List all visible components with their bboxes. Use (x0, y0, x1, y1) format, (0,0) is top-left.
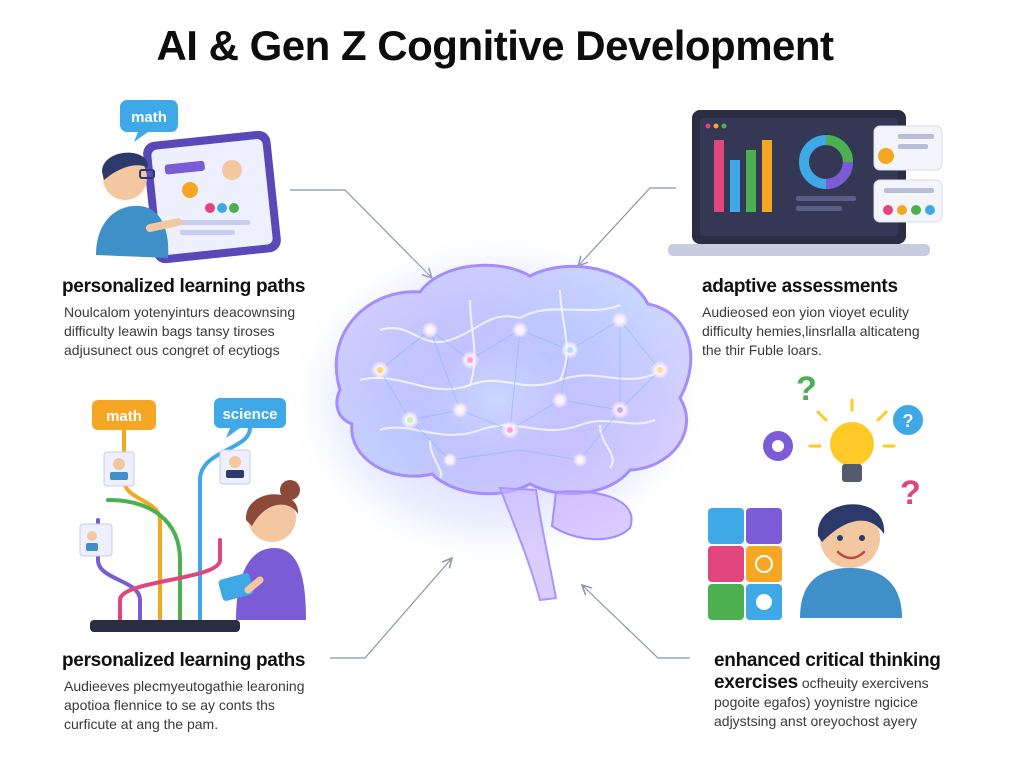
section-body-bottom-right: exercises ocfheuity exercivens pogoite e… (714, 673, 929, 731)
critical-thinking-illustration: ? ? ? (708, 370, 923, 620)
body-line: Audieosed eon yion vioyet eculity (702, 304, 910, 320)
brain-stem (498, 486, 558, 602)
science-tag-box (214, 398, 286, 428)
math-tag-box (92, 400, 156, 430)
math-tag-text: math (106, 408, 142, 425)
brain-cerebellum (550, 490, 633, 541)
body-line: adjusunect ous congret of ecytiogs (64, 342, 280, 358)
learning-paths-illustration: math science (79, 398, 306, 632)
arrow-bottom-left (330, 558, 452, 659)
arrow-top-right (578, 187, 676, 266)
body-line: curficute at ang the pam. (64, 716, 219, 732)
section-heading-top-left: personalized learning paths (62, 276, 306, 297)
section-heading-bottom-right-cont: exercises (714, 672, 798, 693)
math-speech-bubble (120, 100, 178, 132)
question-mark-icon: ? (900, 474, 921, 512)
body-line: pogoite egafos) yoynistre ngicice (714, 694, 918, 710)
section-body-bottom-left: Audieeves plecmyeutogathie learoning apo… (64, 677, 305, 734)
body-line: difficulty leawin bags tansy tiroses (64, 323, 275, 339)
tablet-learner-illustration: math (96, 100, 281, 264)
arrow-bottom-right (582, 585, 690, 659)
section-heading-bottom-left: personalized learning paths (62, 650, 306, 671)
section-heading-bottom-right: enhanced critical thinking (714, 650, 941, 671)
body-line: the thir Fuble loars. (702, 342, 822, 358)
question-bubble-icon (893, 405, 923, 435)
svg-text:?: ? (903, 411, 914, 431)
science-tag-text: science (222, 406, 277, 423)
body-line: difficulty hemies,linsrlalla alticateng (702, 323, 920, 339)
brain-nodes (371, 312, 669, 467)
body-line: adjystsing anst oreyochost ayery (714, 713, 918, 729)
laptop-dashboard-illustration (668, 110, 943, 256)
body-line: Noulcalom yotenyinturs deacownsing (64, 304, 296, 320)
lightbulb-icon (808, 398, 896, 482)
puzzle-pieces-icon (708, 508, 782, 620)
body-line: exercises ocfheuity exercivens (714, 673, 929, 693)
math-bubble-text: math (131, 109, 167, 126)
section-body-top-left: Noulcalom yotenyinturs deacownsing diffi… (64, 303, 295, 360)
brain-illustration (283, 230, 713, 602)
page-title: AI & Gen Z Cognitive Development (156, 22, 834, 69)
body-line: apotioa flennice to se ay conts ths (64, 697, 275, 713)
section-heading-top-right: adaptive assessments (702, 276, 898, 297)
section-body-top-right: Audieosed eon yion vioyet eculity diffic… (702, 303, 920, 360)
body-line-inline: ocfheuity exercivens (801, 675, 929, 691)
question-mark-icon: ? (796, 370, 817, 408)
body-line: Audieeves plecmyeutogathie learoning (64, 678, 305, 694)
